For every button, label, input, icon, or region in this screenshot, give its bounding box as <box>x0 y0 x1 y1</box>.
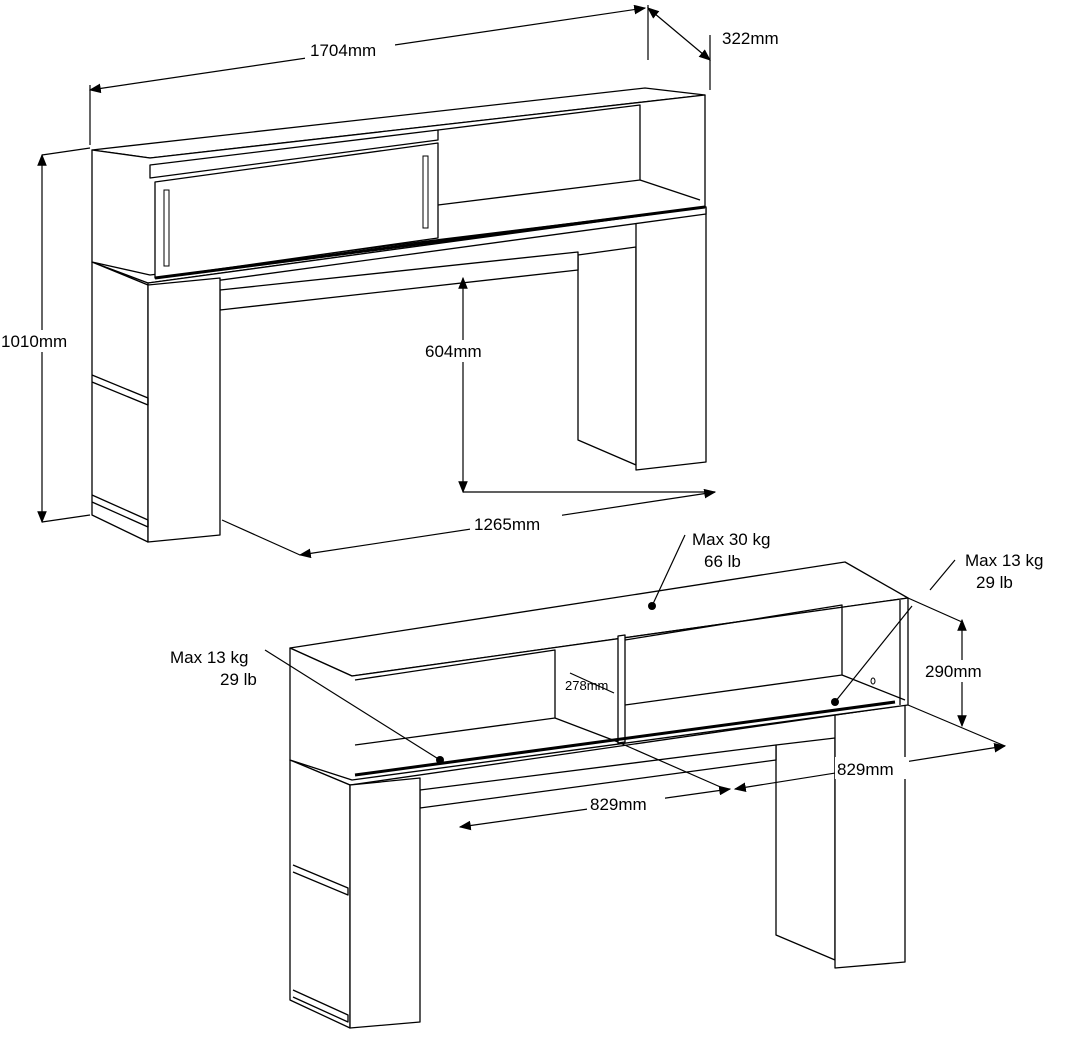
compartment-shelf-edge <box>841 674 906 701</box>
label-bg <box>470 512 562 534</box>
left-shelf <box>292 864 349 896</box>
left-shelf <box>91 374 149 406</box>
hutch-inner-back <box>354 649 556 746</box>
top-load-lb: 66 lb <box>704 552 741 571</box>
door-handle-right <box>422 155 429 229</box>
right-shelf-load-kg: Max 13 kg <box>965 551 1043 570</box>
sliding-door-left <box>154 142 439 279</box>
left-bottom-shelf <box>292 989 349 1023</box>
height-label: 1010mm <box>1 332 67 351</box>
shelf-height-label: 290mm <box>925 662 982 681</box>
top-load-kg: Max 30 kg <box>692 530 770 549</box>
desk-open-view <box>289 561 909 1029</box>
label-bg <box>305 38 395 60</box>
cam-lock-icon <box>870 677 876 685</box>
hutch-divider <box>617 634 626 744</box>
door-handle-left <box>163 189 170 267</box>
hutch-bottom-edge <box>354 700 896 777</box>
label-bg <box>0 330 84 352</box>
inner-height-label: 278mm <box>565 678 608 693</box>
left-leg-front <box>147 277 221 543</box>
compartment-extension-left <box>619 742 726 790</box>
label-bg <box>423 340 501 362</box>
left-side-panel <box>289 759 351 1029</box>
height-extension-bottom <box>41 514 91 523</box>
knee-height-label: 604mm <box>425 342 482 361</box>
top-dimensions: 1704mm 322mm 1010mm 604mm 1265mm <box>0 4 779 559</box>
left-leg-front <box>349 777 421 1029</box>
right-rear-leg <box>577 246 637 466</box>
shelf-height-extension-bottom <box>907 704 1006 747</box>
label-bg <box>587 792 665 814</box>
width-label: 1704mm <box>310 41 376 60</box>
compartment-width-right-label: 829mm <box>837 760 894 779</box>
hutch-open-compartment <box>437 104 641 206</box>
label-bg <box>920 660 1000 682</box>
inner-height-marker <box>569 672 615 694</box>
left-shelf-load-leader <box>264 649 441 761</box>
right-leg <box>635 207 707 471</box>
right-shelf-load-lb: 29 lb <box>976 573 1013 592</box>
top-load-leader <box>651 534 686 607</box>
height-extension-top <box>41 147 91 156</box>
compartment-shelf-edge-left <box>554 717 619 743</box>
knee-width-label: 1265mm <box>474 515 540 534</box>
compartment-shelf-edge <box>639 179 701 201</box>
depth-label: 322mm <box>722 29 779 48</box>
sliding-door-right <box>149 129 439 179</box>
right-leg <box>834 704 906 969</box>
compartment-width-left-label: 829mm <box>590 795 647 814</box>
label-bg <box>835 757 909 779</box>
right-shelf-load-leader-top <box>929 559 956 591</box>
depth-dimension-line <box>647 7 711 61</box>
left-shelf-load-lb: 29 lb <box>220 670 257 689</box>
shelf-height-extension-top <box>907 597 963 623</box>
right-rear-leg <box>775 737 836 961</box>
left-shelf-load-kg: Max 13 kg <box>170 648 248 667</box>
left-bottom-shelf <box>91 494 149 528</box>
hutch-inner-back-right <box>624 604 843 706</box>
bottom-annotations: Max 30 kg 66 lb Max 13 kg 29 lb Max 13 k… <box>170 530 1043 831</box>
hutch-bottom-edge <box>154 205 706 280</box>
right-shelf-load-leader <box>834 605 913 703</box>
knee-width-extension <box>221 519 301 556</box>
desk-closed-view <box>91 87 707 543</box>
